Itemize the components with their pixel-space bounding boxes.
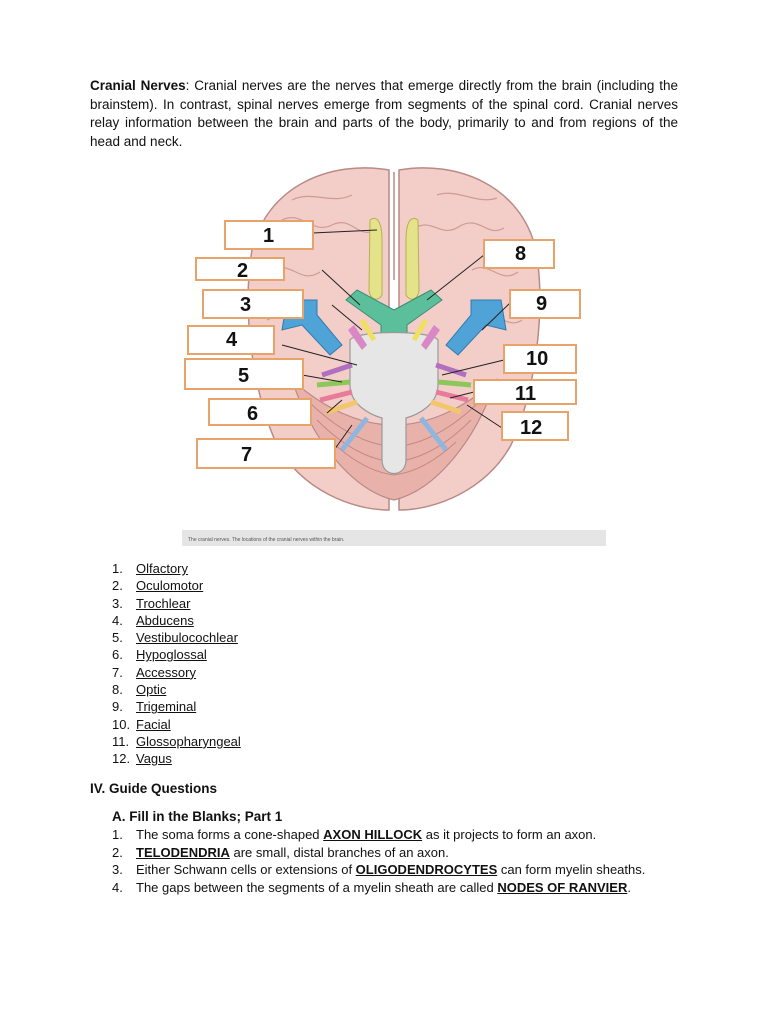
question-pre: Either Schwann cells or extensions of (136, 862, 356, 877)
nerve-name: Olfactory (136, 561, 189, 576)
item-number: 7. (112, 664, 123, 680)
list-item: 12. Vagus (112, 750, 241, 767)
subsection-heading: A. Fill in the Blanks; Part 1 (112, 809, 283, 824)
item-number: 2. (112, 578, 123, 594)
list-item: 3. Trochlear (112, 595, 241, 612)
nerve-name: Abducens (136, 612, 194, 628)
question-number: 4. (112, 879, 123, 895)
blank-answer: NODES OF RANVIER (497, 879, 628, 895)
question-post: are small, distal branches of an axon. (229, 844, 449, 860)
question-number: 2. (112, 844, 123, 860)
item-number: 3. (112, 595, 123, 611)
question-pre: The gaps between the segments of a myeli… (136, 879, 498, 895)
diagram-label: 2 (237, 260, 248, 282)
blank-answer: AXON HILLOCK (323, 827, 423, 842)
list-item: 5. Vestibulocochlear (112, 629, 241, 646)
nerve-name: Facial (136, 716, 171, 732)
question-item: 3. Either Schwann cells or extensions of … (112, 861, 678, 879)
question-item: 2. TELODENDRIA are small, distal branches… (112, 844, 678, 862)
diagram-label: 4 (226, 329, 238, 351)
nerve-name: Hypoglossal (136, 647, 207, 663)
question-text: The soma forms a cone-shaped AXON HILLOC… (136, 826, 678, 844)
list-item: 1. Olfactory (112, 560, 241, 577)
diagram-label: 5 (238, 365, 249, 387)
question-number: 3. (112, 862, 123, 877)
question-item: 4. The gaps between the segments of a mye… (112, 879, 678, 897)
diagram-label: 8 (515, 243, 526, 265)
question-post: as it projects to form an axon. (422, 827, 597, 842)
list-item: 4. Abducens (112, 612, 241, 629)
question-post: . (627, 879, 631, 895)
item-number: 1. (112, 561, 123, 576)
question-pre: The soma forms a cone-shaped (136, 827, 324, 842)
question-text: TELODENDRIA are small, distal branches o… (136, 844, 678, 862)
diagram-label: 6 (247, 403, 258, 425)
item-number: 5. (112, 630, 123, 646)
section-heading: IV. Guide Questions (90, 781, 218, 796)
answer-list: 1. Olfactory 2. Oculomotor 3. Trochlear 4. A… (112, 560, 241, 768)
item-number: 12. (112, 751, 131, 767)
list-item: 10. Facial (112, 716, 241, 733)
list-item: 8. Optic (112, 681, 241, 698)
question-post: can form myelin sheaths. (497, 862, 646, 877)
intro-term: Cranial Nerves (90, 78, 186, 93)
list-item: 2. Oculomotor (112, 577, 241, 594)
nerve-name: Trochlear (136, 595, 191, 611)
nerve-name: Vagus (136, 751, 172, 767)
diagram-label: 11 (515, 383, 536, 405)
question-text: The gaps between the segments of a myeli… (136, 879, 678, 897)
item-number: 6. (112, 647, 123, 663)
diagram-label: 10 (526, 348, 548, 370)
item-number: 4. (112, 612, 123, 628)
diagram-label: 12 (520, 417, 542, 439)
nerve-name: Glossopharyngeal (136, 733, 241, 749)
intro-paragraph: Cranial Nerves: Cranial nerves are the n… (90, 77, 678, 151)
diagram-label: 9 (536, 293, 547, 315)
nerve-name: Vestibulocochlear (136, 630, 238, 646)
diagram-label: 1 (263, 225, 274, 247)
cranial-nerves-figure: 1 2 3 4 5 6 7 8 9 10 11 12 The cranial n… (182, 160, 606, 546)
list-item: 9. Trigeminal (112, 698, 241, 715)
list-item: 6. Hypoglossal (112, 646, 241, 663)
blank-answer: OLIGODENDROCYTES (355, 862, 498, 877)
item-number: 9. (112, 699, 123, 715)
intro-text: : Cranial nerves are the nerves that eme… (90, 78, 679, 149)
list-item: 11. Glossopharyngeal (112, 733, 241, 750)
question-item: 1. The soma forms a cone-shaped AXON HILL… (112, 826, 678, 844)
diagram-label: 7 (241, 444, 252, 466)
nerve-name: Optic (136, 682, 167, 698)
item-number: 10. (112, 716, 131, 732)
question-list: 1. The soma forms a cone-shaped AXON HILL… (112, 826, 678, 896)
question-text: Either Schwann cells or extensions of OL… (136, 861, 678, 879)
blank-answer: TELODENDRIA (136, 844, 230, 860)
item-number: 11. (112, 733, 130, 749)
nerve-name: Accessory (136, 664, 196, 680)
item-number: 8. (112, 682, 123, 698)
diagram-label: 3 (240, 294, 251, 316)
nerve-name: Trigeminal (136, 699, 197, 715)
question-number: 1. (112, 827, 123, 842)
list-item: 7. Accessory (112, 664, 241, 681)
nerve-name: Oculomotor (136, 578, 204, 594)
figure-caption: The cranial nerves. The locations of the… (188, 537, 344, 543)
